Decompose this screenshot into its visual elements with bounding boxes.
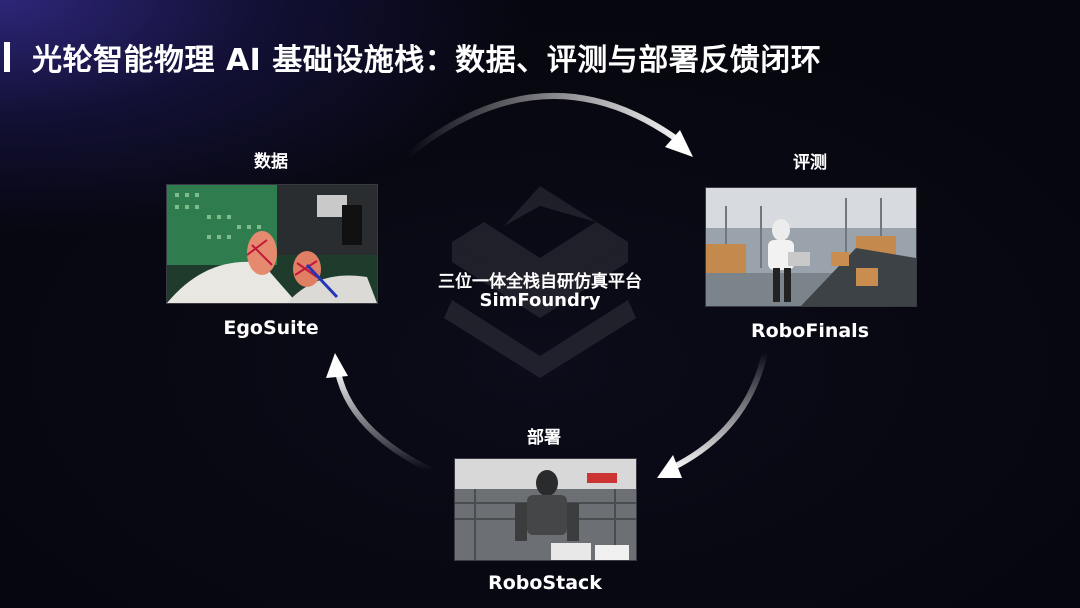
egosuite-label: EgoSuite	[223, 317, 319, 339]
eval-heading: 评测	[793, 153, 827, 173]
platform-description: 三位一体全栈自研仿真平台	[438, 272, 642, 292]
cycle-arrow-icon	[657, 455, 682, 478]
platform-name: SimFoundry	[479, 290, 601, 311]
cycle-arrow-icon	[665, 130, 693, 157]
robofinals-photo	[705, 187, 917, 307]
cycle-arrow-icon	[669, 349, 768, 471]
cycle-arrow-icon	[326, 353, 348, 378]
robostack-photo	[454, 458, 637, 561]
robostack-label: RoboStack	[488, 572, 602, 594]
robofinals-label: RoboFinals	[751, 320, 869, 342]
cycle-arrow-icon	[335, 369, 433, 473]
data-heading: 数据	[254, 152, 288, 172]
egosuite-photo	[166, 184, 378, 304]
cycle-arrow-icon	[405, 93, 681, 158]
slide-title: 光轮智能物理 AI 基础设施栈：数据、评测与部署反馈闭环	[32, 43, 822, 78]
deploy-heading: 部署	[527, 428, 561, 448]
title-accent-bar	[4, 42, 10, 72]
